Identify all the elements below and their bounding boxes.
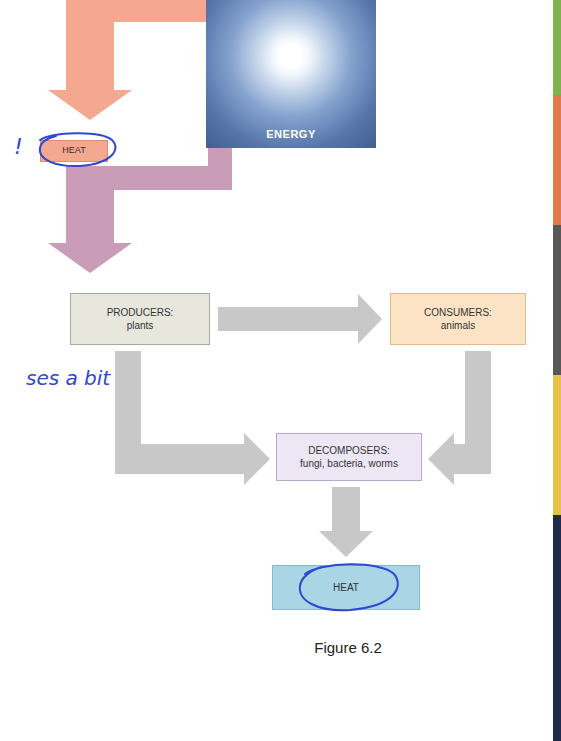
arrow-head [48,243,132,273]
consumer-box: CONSUMERS:animals [390,293,526,345]
energy-source: ENERGY [206,0,376,148]
arrow-head [244,433,270,485]
node-body: fungi, bacteria, worms [300,457,398,470]
node-body: plants [127,319,154,332]
producer-box: PRODUCERS:plants [70,293,210,345]
hand-circle [40,133,116,166]
arrow-shaft [454,444,491,474]
arrow-shaft [218,307,358,331]
figure-caption: Figure 6.2 [248,639,448,656]
handwritten-note: ses a bit [26,366,110,390]
node-heading: HEAT [62,145,85,157]
arrow-head [428,433,454,485]
hand-circle [300,564,398,610]
node-heading: ENERGY [266,127,315,141]
node-heading: DECOMPOSERS: [308,444,390,457]
decomposer-box: DECOMPOSERS:fungi, bacteria, worms [276,433,422,481]
handwritten-note: ! [14,134,23,159]
arrow-shaft [66,166,114,243]
flow-arrow [48,0,206,120]
strip-band [553,375,561,515]
flow-arrow [218,294,382,344]
arrow-head [48,90,132,120]
arrow-head [319,531,373,557]
arrow-shaft [115,444,244,474]
heat-box: HEAT [40,140,108,162]
heat-box: HEAT [272,565,420,610]
arrow-shaft [66,0,114,90]
flow-arrow [319,487,373,557]
flow-arrow [115,351,270,485]
strip-band [553,95,561,225]
strip-gap [551,0,553,741]
flow-arrow [428,351,491,485]
arrow-head [358,294,382,344]
node-body: animals [441,319,475,332]
node-heading: HEAT [333,581,359,594]
strip-band [553,515,561,741]
strip-band [553,0,561,95]
node-heading: CONSUMERS: [424,306,492,319]
flow-arrow [48,148,232,273]
node-heading: PRODUCERS: [107,306,174,319]
strip-band [553,225,561,375]
arrow-shaft [332,487,360,531]
